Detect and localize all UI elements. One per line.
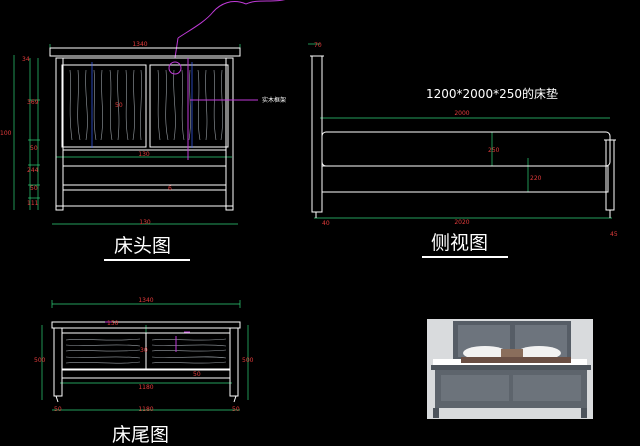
footboard-total-width: 1340 — [138, 297, 153, 304]
footboard-inner-width: 1180 — [138, 384, 153, 391]
footboard-title: 床尾图 — [112, 424, 170, 446]
side-view-title-underline — [422, 256, 508, 258]
footboard-outline — [51, 321, 241, 403]
side-post-width: 70 — [314, 42, 322, 49]
side-length: 2000 — [454, 110, 469, 117]
headboard-view: 1340 130 130 34 369 50 244 50 111 100 6 … — [0, 41, 286, 226]
footboard-bottom-width: 1180 — [138, 406, 153, 413]
side-right-post: 45 — [610, 231, 618, 238]
top-curve-decoration — [174, 0, 286, 59]
headboard-wood-grain — [69, 69, 223, 141]
side-view: 1200*2000*250的床垫 2000 2020 250 220 70 40… — [308, 42, 618, 238]
headboard-height-5: 50 — [30, 185, 38, 192]
headboard-inner-width: 130 — [138, 151, 150, 158]
headboard-height-3: 50 — [30, 145, 38, 152]
side-total-length: 2020 — [454, 219, 469, 226]
side-dimension-lines — [308, 43, 612, 219]
headboard-height-6: 111 — [27, 200, 39, 207]
side-mattress-height: 250 — [488, 147, 500, 154]
headboard-misc-dim-2: 50 — [115, 102, 123, 109]
headboard-outline — [49, 47, 241, 211]
side-rail-height: 220 — [530, 175, 542, 182]
footboard-right-height: 500 — [242, 357, 254, 364]
headboard-title-underline — [104, 259, 190, 261]
footboard-small-dim: 30 — [140, 347, 148, 354]
footboard-view: 1340 1180 1180 500 500 150 30 50 50 50 — [34, 297, 254, 413]
headboard-blue-lines — [91, 62, 193, 148]
footboard-dimension-lines — [41, 300, 249, 411]
side-mattress-note: 1200*2000*250的床垫 — [426, 86, 558, 101]
headboard-title: 床头图 — [114, 235, 172, 257]
footboard-center-dim: 150 — [107, 320, 119, 327]
headboard-magenta-markers — [168, 58, 258, 160]
headboard-misc-dim-1: 6 — [168, 185, 172, 192]
footboard-magenta-markers — [105, 321, 190, 352]
headboard-height-4: 244 — [27, 167, 39, 174]
bed-photo-drawing — [427, 319, 593, 419]
footboard-wood-grain — [65, 338, 227, 364]
footboard-bottom-right: 50 — [232, 406, 240, 413]
headboard-callout-frame: 实木框架 — [262, 96, 286, 104]
headboard-bottom-width: 130 — [139, 219, 151, 226]
footboard-bottom-left: 50 — [54, 406, 62, 413]
headboard-height-2: 369 — [27, 99, 39, 106]
footboard-left-height: 500 — [34, 357, 46, 364]
footboard-rail-dim: 50 — [193, 371, 201, 378]
side-view-title: 侧视图 — [431, 232, 489, 254]
headboard-total-width: 1340 — [132, 41, 147, 48]
headboard-height-1: 34 — [22, 56, 30, 63]
side-left-post: 40 — [322, 220, 330, 227]
bed-reference-photo — [427, 319, 593, 419]
headboard-total-height: 100 — [0, 130, 12, 137]
side-outline — [310, 55, 616, 218]
